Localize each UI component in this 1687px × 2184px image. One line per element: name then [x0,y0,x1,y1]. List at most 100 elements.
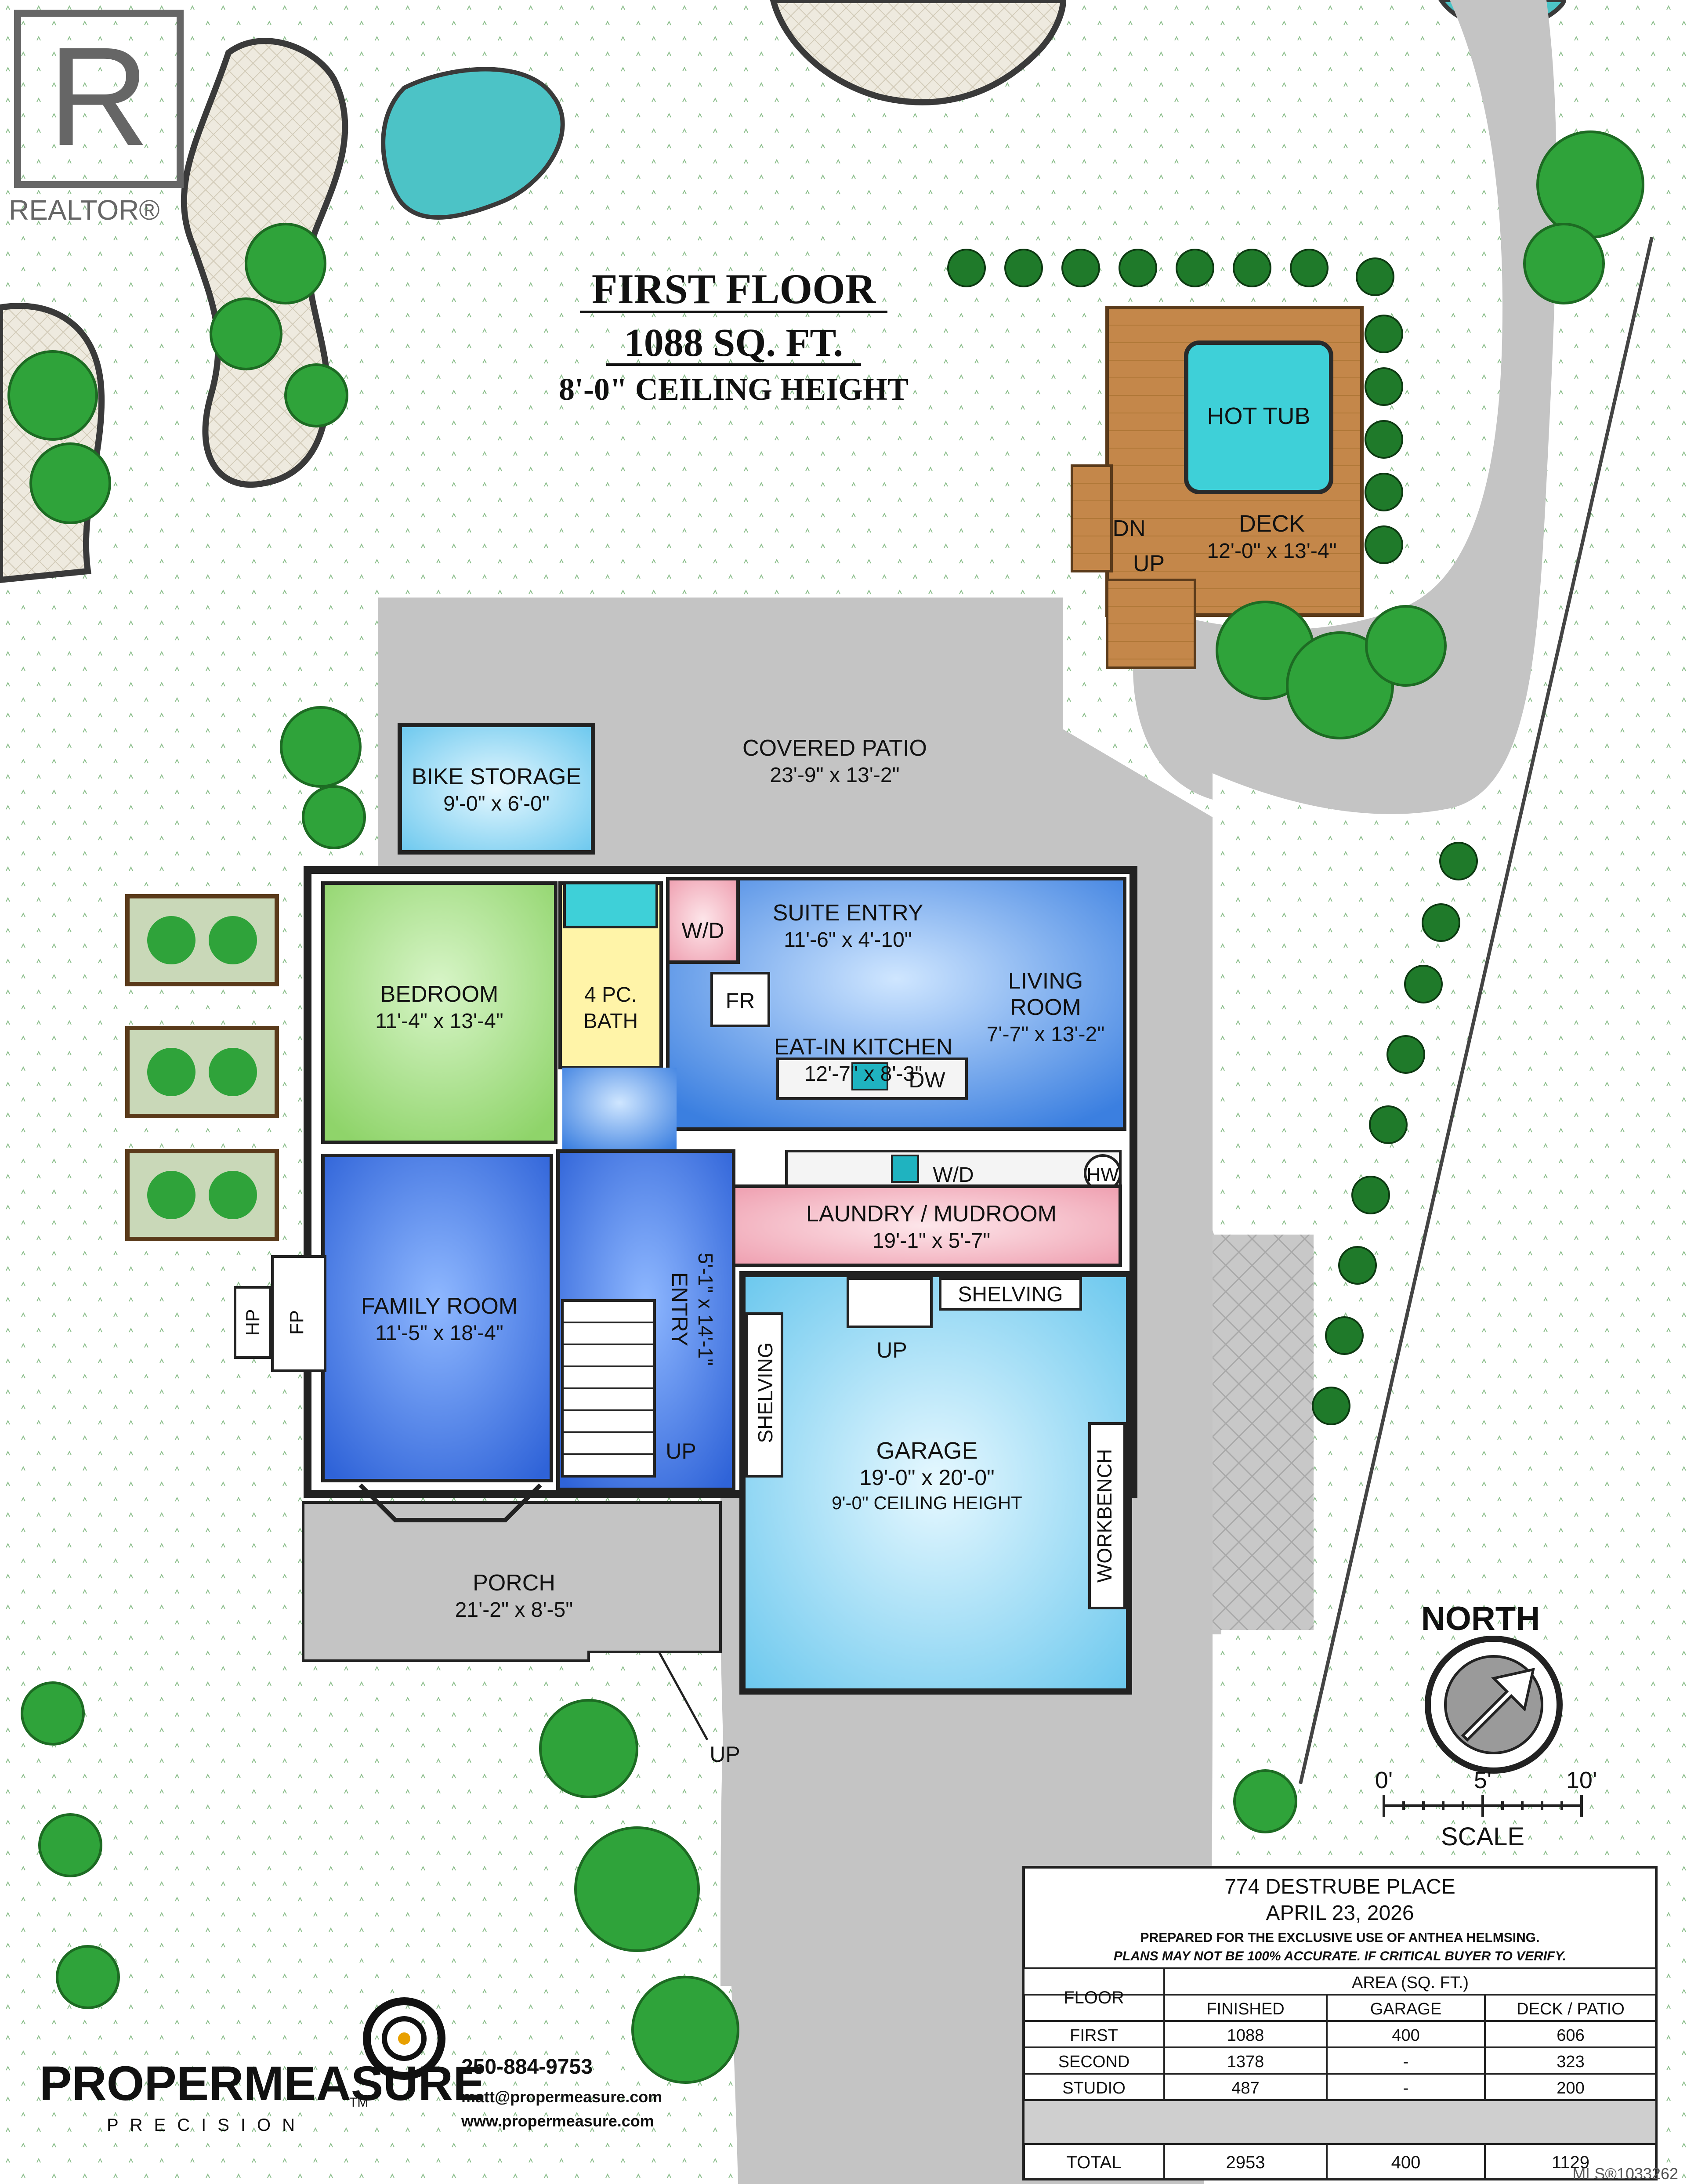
kitchen-label: EAT-IN KITCHEN [774,1034,952,1060]
realtor-logo-mark: R [48,18,149,175]
shelving-side-label: SHELVING [754,1342,777,1443]
kitchen-sink [851,1062,888,1090]
company-name-b: MEASURE [244,2057,485,2111]
deck-up-label: UP [1133,551,1165,576]
laundry-sink [891,1155,919,1183]
family-room [321,1154,553,1482]
stair-treads [562,1322,655,1455]
laundry-dims: 19'-1" x 5'-7" [872,1229,991,1253]
north-label: NORTH [1421,1600,1540,1637]
deck-dims: 12'-0" x 13'-4" [1207,540,1336,563]
info-row-second-floor: SECOND [1058,2053,1130,2071]
fridge [710,972,770,1027]
company-name-a: PROPER [40,2057,244,2111]
mls-number: MLS®1033262 [1572,2165,1678,2183]
porch-label: PORCH [473,1570,555,1596]
realtor-logo: R [14,10,184,188]
dw-label: DW [909,1068,945,1092]
info-row-first-garage: 400 [1392,2026,1419,2045]
info-area-header: AREA (SQ. FT.) [1352,1974,1469,1992]
info-col-deck: DECK / PATIO [1517,2000,1625,2018]
info-table-spacer [1023,2099,1657,2145]
garage-shelving-side [746,1312,783,1478]
bath-label1: 4 PC. [584,983,637,1007]
bedroom-dims: 11'-4" x 13'-4" [375,1010,503,1033]
scale-tick-10: 10' [1566,1767,1597,1793]
fr-label: FR [726,989,755,1013]
kitchen-dims-visible: 12'-7" x 8'-3" [804,1062,923,1086]
laundry-counter [785,1150,1122,1188]
company-web: www.propermeasure.com [461,2112,654,2130]
info-total-finished: 2953 [1226,2153,1265,2172]
propermeasure-logo [363,1997,445,2080]
garage-ceiling: 9'-0" CEILING HEIGHT [832,1492,1022,1513]
garage-label: GARAGE [876,1438,977,1464]
info-table-section [1023,1967,1657,1996]
hp-label: HP [242,1309,264,1336]
family-room-dims: 11'-5" x 18'-4" [375,1322,503,1345]
hot-tub [1184,340,1333,494]
kitchen-hall [562,1068,677,1155]
info-row-studio-finished: 487 [1231,2079,1259,2097]
info-row-first-floor: FIRST [1070,2026,1118,2045]
plan-ceiling: 8'-0" CEILING HEIGHT [559,372,909,407]
info-note-2: PLANS MAY NOT BE 100% ACCURATE. IF CRITI… [1114,1949,1566,1963]
info-row-first-finished: 1088 [1227,2026,1264,2045]
info-col-garage: GARAGE [1370,2000,1442,2018]
bike-storage-dims: 9'-0" x 6'-0" [443,792,550,815]
living-room-label2: ROOM [1010,995,1081,1020]
info-col-finished: FINISHED [1206,2000,1284,2018]
garage-workbench [1088,1422,1126,1609]
info-row-second-deck: 323 [1557,2053,1584,2071]
garden-bed-left [0,303,105,583]
suite-entry-label: SUITE ENTRY [773,900,923,926]
wd-suite-label: W/D [681,918,724,943]
workbench-label: WORKBENCH [1093,1449,1116,1583]
porch-dims: 21'-2" x 8'-5" [455,1598,573,1622]
entry-up-label: UP [666,1439,696,1463]
realtor-watermark: REALTOR® [9,194,160,226]
info-total-garage: 400 [1391,2153,1421,2172]
info-note-1: PREPARED FOR THE EXCLUSIVE USE OF ANTHEA… [1140,1930,1540,1945]
family-room-label: FAMILY ROOM [361,1293,518,1319]
garage-room [739,1271,1132,1695]
heat-pump [234,1286,272,1359]
plan-title: FIRST FLOOR [592,265,876,312]
living-room-label1: LIVING [1008,968,1083,994]
covered-patio-dims: 23'-9" x 13'-2" [770,764,899,787]
bike-storage-room [398,723,595,855]
bedroom-label: BEDROOM [380,982,499,1007]
deck-dn-label: DN [1112,516,1145,541]
living-room-dims: 7'-7" x 13'-2" [987,1023,1105,1046]
company-tm: TM [349,2095,368,2110]
scale-tick-0: 0' [1375,1767,1393,1793]
wd-laundry-label: W/D [933,1163,974,1187]
scale-label: SCALE [1441,1822,1524,1851]
hw-label: HW [1086,1164,1119,1185]
deck-label: DECK [1239,511,1305,537]
company-tagline: PRECISION [107,2115,306,2135]
deck-step [1071,464,1113,572]
bath-label2: BATH [583,1010,638,1033]
info-row-studio-deck: 200 [1557,2079,1584,2097]
bathtub [563,882,658,928]
entry-dims: 5'-1" x 14'-1" [694,1253,717,1365]
bike-storage-label: BIKE STORAGE [412,764,581,790]
info-date: APRIL 23, 2026 [1266,1901,1414,1925]
garage-dims: 19'-0" x 20'-0" [859,1465,995,1490]
suite-entry-dims: 11'-6" x 4'-10" [784,928,912,952]
porch-up-arrow [658,1651,709,1741]
laundry-label: LAUNDRY / MUDROOM [806,1201,1057,1227]
pond [381,67,565,220]
porch-up-label: UP [710,1742,740,1767]
info-row-second-garage: - [1403,2053,1409,2071]
fireplace [271,1255,326,1372]
plan-area: 1088 SQ. FT. [624,321,843,365]
entry-label: ENTRY [667,1272,692,1347]
company-email: matt@propermeasure.com [461,2088,662,2106]
property-line [1299,237,1654,1784]
scale-tick-5: 5' [1474,1767,1492,1793]
shelving-top-label: SHELVING [958,1283,1063,1306]
garage-up-label: UP [876,1338,907,1362]
